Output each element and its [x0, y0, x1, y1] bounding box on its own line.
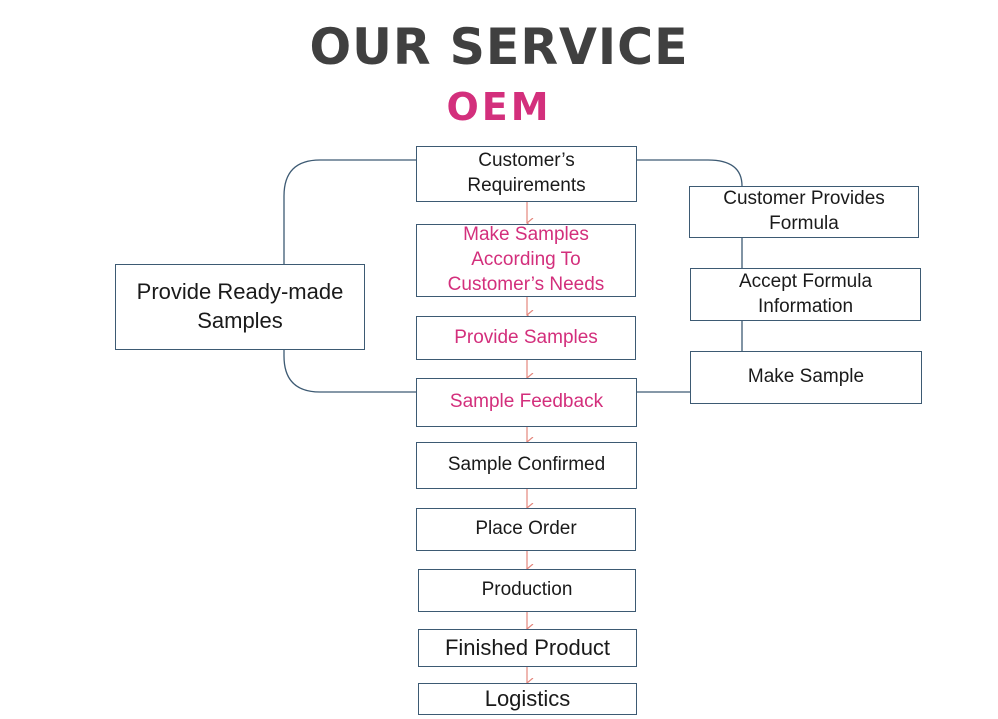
- sample-confirmed-label: Sample Confirmed: [447, 454, 606, 476]
- accept-formula-label: Accept Formula Information: [738, 270, 873, 317]
- sample-feedback-box: Sample Feedback: [416, 378, 637, 427]
- logistics-label: Logistics: [484, 685, 571, 711]
- left-loop-connector: [283, 159, 416, 393]
- finished-product-box: Finished Product: [418, 629, 637, 667]
- finished-product-label: Finished Product: [444, 634, 611, 660]
- make-samples-box: Make Samples According To Customer’s Nee…: [416, 224, 636, 297]
- logistics-box: Logistics: [418, 683, 637, 715]
- production-box: Production: [418, 569, 636, 612]
- page-subtitle: OEM: [446, 85, 552, 129]
- ready-made-samples-box: Provide Ready-made Samples: [115, 264, 365, 350]
- make-samples-label: Make Samples According To Customer’s Nee…: [447, 224, 605, 295]
- right-loop-connector: [637, 159, 743, 187]
- provide-samples-box: Provide Samples: [416, 316, 636, 360]
- customer-requirements-label: Customer’s Requirements: [467, 150, 586, 196]
- customer-provides-formula-box: Customer Provides Formula: [689, 186, 919, 238]
- place-order-label: Place Order: [475, 518, 577, 540]
- make-sample-box: Make Sample: [690, 351, 922, 404]
- provide-samples-label: Provide Samples: [454, 326, 598, 348]
- ready-made-samples-label: Provide Ready-made Samples: [136, 279, 344, 333]
- production-label: Production: [481, 579, 573, 601]
- make-sample-label: Make Sample: [747, 366, 865, 388]
- place-order-box: Place Order: [416, 508, 636, 551]
- sample-confirmed-box: Sample Confirmed: [416, 442, 637, 489]
- accept-formula-box: Accept Formula Information: [690, 268, 921, 321]
- page-title: OUR SERVICE: [309, 18, 689, 76]
- sample-feedback-label: Sample Feedback: [449, 391, 604, 413]
- customer-provides-formula-label: Customer Provides Formula: [723, 188, 885, 234]
- customer-requirements-box: Customer’s Requirements: [416, 146, 637, 202]
